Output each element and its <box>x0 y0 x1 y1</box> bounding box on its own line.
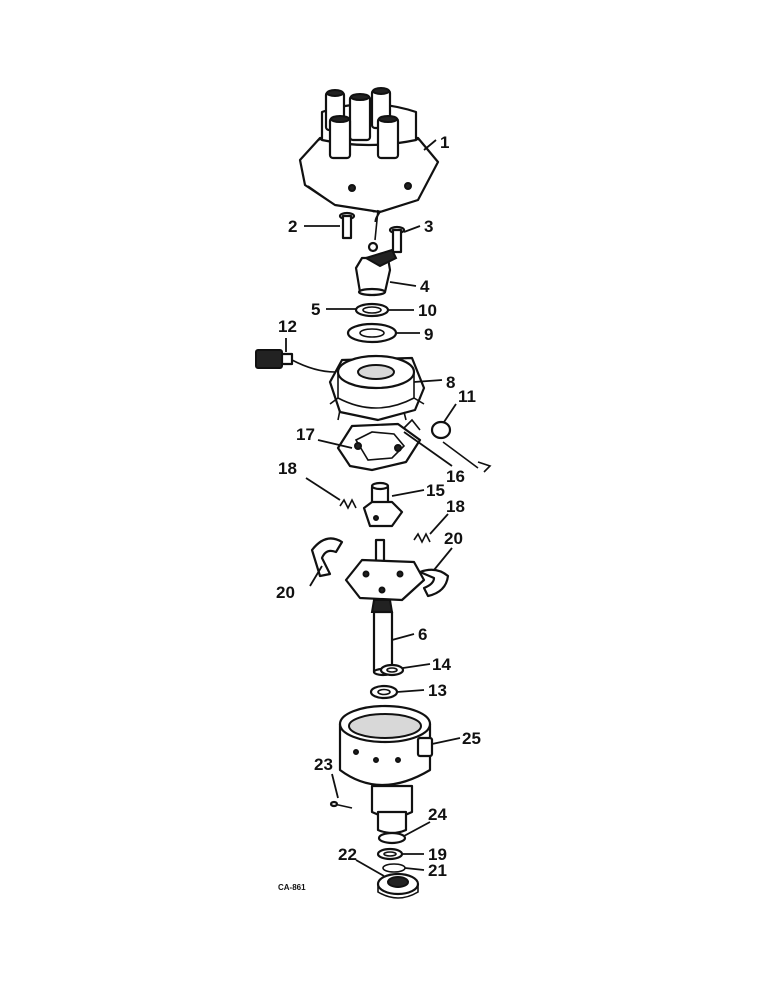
washer-24 <box>377 831 407 845</box>
callout-9: 9 <box>424 325 433 344</box>
callout-15: 15 <box>426 481 445 500</box>
callout-5: 5 <box>311 300 320 319</box>
callout-6: 6 <box>418 625 427 644</box>
callouts: 1 2 3 4 5 6 7 8 9 10 11 12 13 14 15 16 1… <box>276 133 481 880</box>
callout-25: 25 <box>462 729 481 748</box>
pin <box>329 800 353 809</box>
weight-left <box>310 537 344 578</box>
clip-21 <box>382 863 406 873</box>
callout-10: 10 <box>418 301 437 320</box>
callout-11: 11 <box>458 387 476 406</box>
callout-8: 8 <box>446 373 455 392</box>
weight-right <box>418 568 450 598</box>
screw-left <box>338 211 356 240</box>
main-shaft <box>344 538 426 677</box>
breaker-housing <box>328 354 426 422</box>
condenser <box>430 420 492 473</box>
callout-19: 19 <box>428 845 447 864</box>
callout-7: 7 <box>372 207 381 226</box>
callout-13: 13 <box>428 681 447 700</box>
callout-12: 12 <box>278 317 297 336</box>
advance-cam <box>362 481 404 528</box>
callout-20-left: 20 <box>276 583 295 602</box>
washer-upper <box>354 302 390 318</box>
callout-20-right: 20 <box>444 529 463 548</box>
callout-1: 1 <box>440 133 449 152</box>
callout-14: 14 <box>432 655 451 674</box>
washer-plate <box>346 322 398 344</box>
callout-18-right: 18 <box>446 497 465 516</box>
small-clip <box>367 209 379 253</box>
callout-2: 2 <box>288 217 297 236</box>
callout-18-left: 18 <box>278 459 297 478</box>
spring-left <box>339 498 357 510</box>
connector-lead <box>255 349 336 373</box>
washer-13 <box>369 684 399 700</box>
washer-14 <box>379 663 405 677</box>
callout-22: 22 <box>338 845 357 864</box>
rotor <box>354 248 398 297</box>
callout-17: 17 <box>296 425 315 444</box>
distributor-cap <box>298 87 440 214</box>
callout-21: 21 <box>428 861 447 880</box>
distributor-housing <box>338 704 434 835</box>
figure-code: CA-861 <box>278 883 306 892</box>
callout-24: 24 <box>428 805 447 824</box>
drive-collar <box>376 872 420 899</box>
callout-23: 23 <box>314 755 333 774</box>
breaker-plate <box>336 418 422 472</box>
washer-19 <box>376 847 404 861</box>
screw-right <box>388 225 406 254</box>
spring-right <box>413 532 431 544</box>
callout-16: 16 <box>446 467 465 486</box>
callout-3: 3 <box>424 217 433 236</box>
callout-4: 4 <box>420 277 430 296</box>
